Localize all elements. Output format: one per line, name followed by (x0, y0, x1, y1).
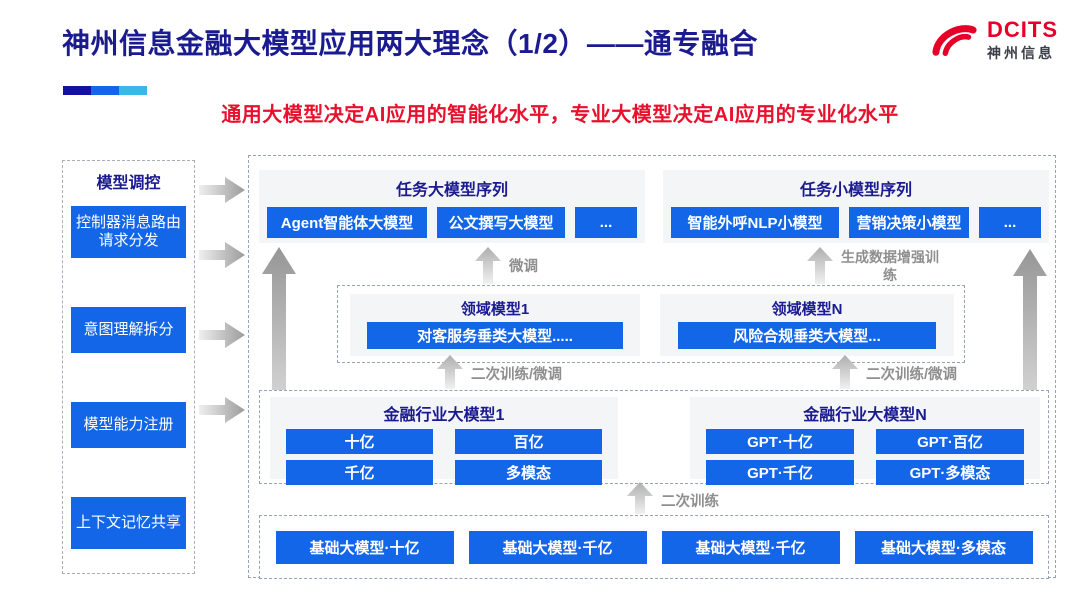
arrow-label-secondary-train: 二次训练 (661, 494, 719, 510)
model-chip: 风险合规垂类大模型... (678, 322, 936, 349)
logo-text: DCITS 神州信息 (987, 18, 1058, 63)
model-chip: 智能外呼NLP小模型 (671, 207, 839, 238)
accent-segment-blue (91, 86, 119, 95)
panel-title: 任务小模型序列 (799, 182, 912, 199)
model-chip: 千亿 (286, 460, 433, 485)
panel-title: 领域模型1 (460, 301, 530, 318)
panel-title: 金融行业大模型1 (383, 407, 505, 424)
model-chip: 营销决策小模型 (849, 207, 969, 238)
model-chip: 基础大模型·多模态 (854, 530, 1033, 564)
model-chip-ellipsis: ... (979, 207, 1041, 238)
foundation-row: 基础大模型·十亿 基础大模型·千亿 基础大模型·千亿 基础大模型·多模态 (260, 516, 1048, 578)
model-chip: 对客服务垂类大模型..... (367, 322, 623, 349)
arrow-label-secondary-ft: 二次训练/微调 (471, 367, 563, 383)
dcits-logo: DCITS 神州信息 (930, 18, 1058, 63)
model-chip: GPT·百亿 (876, 429, 1024, 454)
main-architecture-box: 任务大模型序列 Agent智能体大模型 公文撰写大模型 ... 任务小模型序列 … (248, 155, 1056, 579)
up-arrow-icon (807, 247, 833, 284)
subtitle: 通用大模型决定AI应用的智能化水平，专业大模型决定AI应用的专业化水平 (221, 104, 899, 126)
panel-title: 任务大模型序列 (395, 182, 508, 199)
arrow-label-secondary-ft: 二次训练/微调 (866, 367, 958, 383)
panel-industry-model-1: 金融行业大模型1 十亿 百亿 千亿 多模态 (270, 397, 618, 485)
model-chip: 百亿 (455, 429, 602, 454)
model-chip-ellipsis: ... (575, 207, 637, 238)
sidebar-model-control: 模型调控 控制器消息路由请求分发 意图理解拆分 模型能力注册 上下文记忆共享 (62, 160, 195, 574)
sidebar-item-message-routing: 控制器消息路由请求分发 (71, 206, 186, 258)
model-chip: 基础大模型·千亿 (661, 530, 840, 564)
panel-domain-model-n: 领域模型N 风险合规垂类大模型... (660, 294, 954, 356)
model-chip: Agent智能体大模型 (267, 207, 427, 238)
panel-task-large-models: 任务大模型序列 Agent智能体大模型 公文撰写大模型 ... (259, 170, 645, 243)
flow-arrow-right-icon (199, 322, 245, 348)
up-arrow-icon (475, 247, 501, 284)
chip-row: Agent智能体大模型 公文撰写大模型 ... (259, 207, 645, 238)
page-title: 神州信息金融大模型应用两大理念（1/2）——通专融合 (62, 28, 758, 59)
model-chip: GPT·千亿 (706, 460, 854, 485)
model-chip: 基础大模型·十亿 (275, 530, 454, 564)
flow-arrow-right-icon (199, 177, 245, 203)
arrow-label-fine-tune: 微调 (509, 259, 538, 275)
panel-title: 领域模型N (771, 301, 843, 318)
accent-bar (63, 86, 147, 95)
model-chip: GPT·十亿 (706, 429, 854, 454)
foundation-models-box: 基础大模型·十亿 基础大模型·千亿 基础大模型·千亿 基础大模型·多模态 (259, 515, 1049, 579)
chip-row: 智能外呼NLP小模型 营销决策小模型 ... (663, 207, 1049, 238)
panel-industry-model-n: 金融行业大模型N GPT·十亿 GPT·百亿 GPT·千亿 GPT·多模态 (690, 397, 1040, 485)
chip-grid: GPT·十亿 GPT·百亿 GPT·千亿 GPT·多模态 (706, 429, 1024, 485)
flow-arrow-right-icon (199, 242, 245, 268)
sidebar-item-context-memory: 上下文记忆共享 (71, 497, 186, 549)
model-chip: 公文撰写大模型 (437, 207, 565, 238)
dcits-swirl-icon (932, 24, 977, 56)
panel-title: 金融行业大模型N (803, 407, 927, 424)
industry-models-box: 金融行业大模型1 十亿 百亿 千亿 多模态 金融行业大模型N GPT·十亿 GP… (259, 390, 1049, 485)
logo-brand: DCITS (987, 17, 1058, 42)
domain-models-box: 领域模型1 对客服务垂类大模型..... 领域模型N 风险合规垂类大模型... (337, 285, 965, 363)
sidebar-item-capability-register: 模型能力注册 (71, 402, 186, 448)
panel-domain-model-1: 领域模型1 对客服务垂类大模型..... (350, 294, 640, 356)
up-arrow-icon (627, 482, 653, 514)
panel-task-small-models: 任务小模型序列 智能外呼NLP小模型 营销决策小模型 ... (663, 170, 1049, 243)
accent-segment-dark (63, 86, 91, 95)
accent-segment-cyan (119, 86, 147, 95)
model-chip: 基础大模型·千亿 (468, 530, 647, 564)
arrow-label-gen-data: 生成数据增强训练 (841, 249, 939, 283)
model-chip: GPT·多模态 (876, 460, 1024, 485)
model-chip: 多模态 (455, 460, 602, 485)
sidebar-title: 模型调控 (96, 175, 161, 192)
sidebar-item-intent-split: 意图理解拆分 (71, 307, 186, 353)
model-chip: 十亿 (286, 429, 433, 454)
flow-arrow-right-icon (199, 397, 245, 423)
logo-brand-cn: 神州信息 (987, 45, 1055, 62)
chip-grid: 十亿 百亿 千亿 多模态 (286, 429, 602, 485)
